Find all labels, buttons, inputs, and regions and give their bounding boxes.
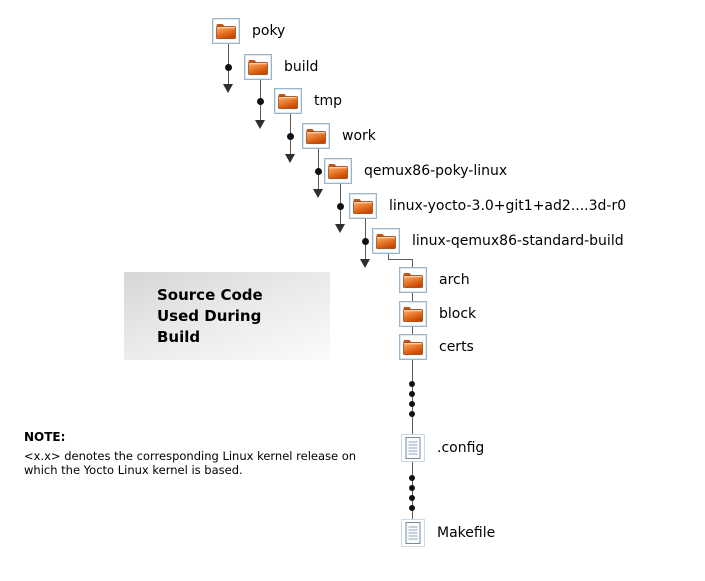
down-arrow-icon — [335, 224, 345, 233]
callout-line: Used During — [157, 307, 262, 325]
folder-icon — [244, 54, 272, 80]
tree-node-label: tmp — [314, 93, 343, 109]
tree-node-poky: poky — [212, 18, 285, 44]
ellipsis-dot — [409, 391, 415, 397]
source-code-callout: Source Code Used During Build — [124, 272, 330, 360]
tree-node-linux-yocto: linux-yocto-3.0+git1+ad2....3d-r0 — [349, 193, 626, 219]
folder-icon — [302, 123, 330, 149]
note-text-line: <x.x> denotes the corresponding Linux ke… — [24, 449, 357, 463]
file-icon — [401, 519, 425, 547]
down-arrow-icon — [313, 189, 323, 198]
ellipsis-dot — [409, 411, 415, 417]
down-arrow-icon — [285, 154, 295, 163]
ellipsis-dot — [409, 401, 415, 407]
branch-dot — [315, 168, 322, 175]
tree-node-build: build — [244, 54, 318, 80]
folder-icon — [399, 267, 427, 293]
tree-node-label: build — [284, 59, 319, 75]
note-text-line: which the Yocto Linux kernel is based. — [24, 463, 243, 477]
tree-node-label: work — [342, 128, 376, 144]
tree-node-linux-qemux86-standard-build: linux-qemux86-standard-build — [372, 228, 624, 254]
folder-icon — [399, 334, 427, 360]
tree-node-certs: certs — [399, 334, 474, 360]
ellipsis-dot — [409, 495, 415, 501]
folder-icon — [399, 301, 427, 327]
branch-dot — [287, 133, 294, 140]
folder-icon — [372, 228, 400, 254]
tree-node-arch: arch — [399, 267, 470, 293]
folder-icon — [324, 158, 352, 184]
tree-node-tmp: tmp — [274, 88, 342, 114]
folder-icon — [212, 18, 240, 44]
ellipsis-dot — [409, 505, 415, 511]
tree-node-block: block — [399, 301, 476, 327]
folder-icon — [349, 193, 377, 219]
note-block: NOTE: <x.x> denotes the corresponding Li… — [24, 430, 384, 477]
tree-spine — [412, 259, 413, 520]
down-arrow-icon — [255, 120, 265, 129]
tree-node-makefile: Makefile — [401, 519, 495, 547]
down-arrow-icon — [223, 84, 233, 93]
tree-node-label: .config — [437, 440, 485, 456]
tree-node-config-file: .config — [401, 434, 484, 462]
note-label: NOTE: — [24, 430, 66, 444]
tree-spine — [388, 254, 389, 260]
tree-node-qemux86-poky-linux: qemux86-poky-linux — [324, 158, 507, 184]
tree-spine — [388, 259, 413, 260]
branch-dot — [225, 64, 232, 71]
file-icon — [401, 434, 425, 462]
tree-node-work: work — [302, 123, 376, 149]
branch-dot — [257, 98, 264, 105]
tree-node-label: arch — [439, 272, 470, 288]
branch-dot — [362, 238, 369, 245]
tree-node-label: block — [439, 306, 477, 322]
ellipsis-dot — [409, 475, 415, 481]
tree-node-label: Makefile — [437, 525, 496, 541]
folder-icon — [274, 88, 302, 114]
tree-node-label: linux-yocto-3.0+git1+ad2....3d-r0 — [389, 198, 627, 214]
ellipsis-dot — [409, 485, 415, 491]
callout-line: Source Code — [157, 286, 263, 304]
down-arrow-icon — [360, 259, 370, 268]
callout-line: Build — [157, 328, 201, 346]
ellipsis-dot — [409, 381, 415, 387]
tree-node-label: poky — [252, 23, 286, 39]
tree-node-label: certs — [439, 339, 474, 355]
tree-node-label: linux-qemux86-standard-build — [412, 233, 624, 249]
branch-dot — [337, 203, 344, 210]
tree-node-label: qemux86-poky-linux — [364, 163, 508, 179]
